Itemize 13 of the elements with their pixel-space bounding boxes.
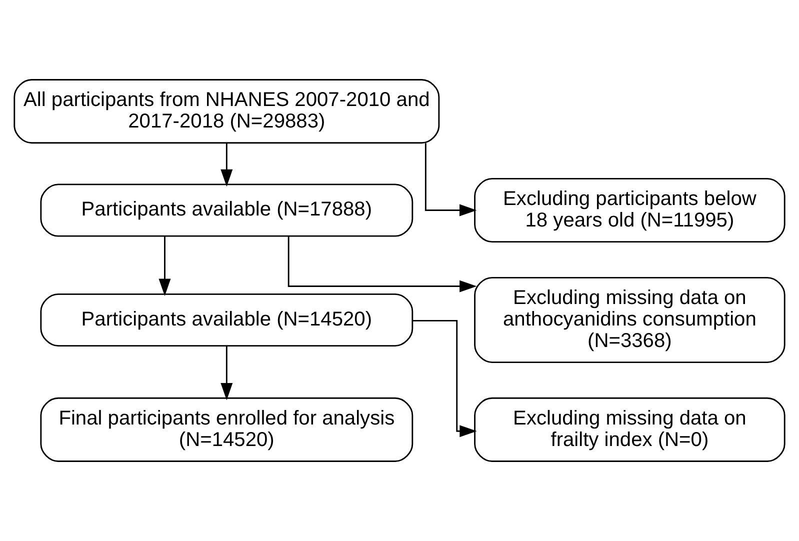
arrow bbox=[158, 236, 171, 296]
arrow bbox=[412, 320, 477, 438]
node-box: Excluding participants below 18 years old (N=11995) bbox=[474, 178, 786, 243]
arrow bbox=[288, 236, 477, 292]
arrow bbox=[220, 143, 233, 187]
node-box: Final participants enrolled for analysis (N=14520) bbox=[40, 397, 414, 462]
node-box: All participants from NHANES 2007-2010 and 2017-2018 (N=29883) bbox=[14, 79, 440, 144]
node-box: Participants available (N=17888) bbox=[40, 184, 414, 237]
arrow bbox=[220, 346, 233, 400]
node-box: Excluding missing data on anthocyanidins consumption (N=3368) bbox=[474, 276, 786, 364]
node-box: Excluding missing data on frailty index (N=0) bbox=[474, 397, 786, 462]
arrow bbox=[424, 143, 477, 216]
node-box: Participants available (N=14520) bbox=[40, 293, 414, 347]
